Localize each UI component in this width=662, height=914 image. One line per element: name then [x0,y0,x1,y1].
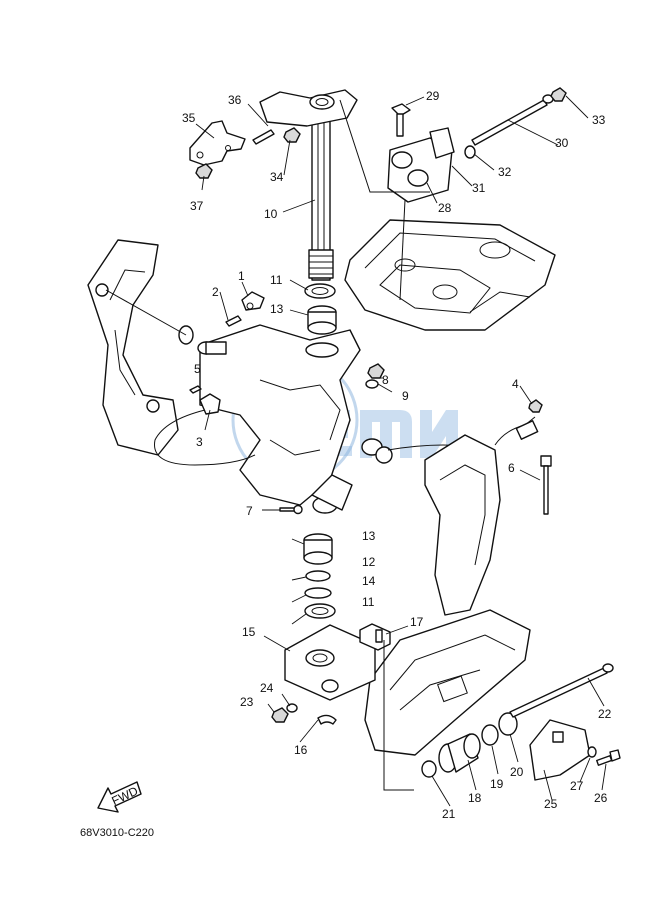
callout-25: 25 [544,797,558,811]
callout-14: 14 [362,574,376,588]
callout-16: 16 [294,743,308,757]
harness-4 [387,399,543,451]
callout-3: 3 [196,435,203,449]
washer-9 [365,379,379,389]
bracket-35 [189,120,246,166]
washer-11-lower [304,603,336,619]
callouts: 1 2 3 4 5 6 7 8 9 10 11 11 12 13 13 14 1… [182,89,612,821]
clip-1 [241,291,265,311]
washer-24 [286,703,298,713]
nut-34 [283,127,301,143]
washer-21 [421,760,437,778]
bushing-13-lower [303,533,333,565]
callout-24: 24 [260,681,274,695]
steering-shaft [308,109,334,281]
screw-5 [189,385,202,394]
callout-22: 22 [598,707,612,721]
clamp-bracket [87,239,179,456]
bolt-29 [391,103,411,137]
upper-casing [344,219,556,331]
fwd-label: FWD [109,784,140,808]
callout-12: 12 [362,555,376,569]
callout-19: 19 [490,777,504,791]
lower-unit-housing [364,609,531,756]
callout-7: 7 [246,504,253,518]
callout-18: 18 [468,791,482,805]
switch-block-28 [387,127,455,203]
washer-27 [587,746,597,758]
callout-20: 20 [510,765,524,779]
bolt-36 [252,129,275,145]
callout-29: 29 [426,89,440,103]
sensor-3 [154,393,256,466]
washer-32 [464,145,476,159]
long-bolt-30 [471,94,554,146]
callout-17: 17 [410,615,424,629]
callout-27: 27 [570,779,584,793]
callout-13-lower: 13 [362,529,376,543]
drawing-code: 68V3010-C220 [80,827,154,839]
callout-15: 15 [242,625,256,639]
lower-casing [424,434,501,616]
callout-36: 36 [228,93,242,107]
callout-8: 8 [382,373,389,387]
callout-13-upper: 13 [270,302,284,316]
callout-5: 5 [194,362,201,376]
steering-arm [259,89,358,127]
callout-31: 31 [472,181,486,195]
nut-23 [271,707,289,723]
callout-2: 2 [212,285,219,299]
callout-28: 28 [438,201,452,215]
fwd-arrow-icon: FWD [97,781,142,813]
cable-tie-6 [540,455,552,515]
washer-19 [481,724,499,746]
nut-33 [550,87,567,102]
callout-6: 6 [508,461,515,475]
nut-37 [195,163,213,179]
callout-35: 35 [182,111,196,125]
callout-4: 4 [512,377,519,391]
callout-1: 1 [238,269,245,283]
swivel-bracket [199,324,361,514]
washer-11-upper [304,283,336,299]
callout-32: 32 [498,165,512,179]
callout-30: 30 [555,136,569,150]
mount-18 [438,733,481,773]
callout-11-upper: 11 [270,273,283,287]
callout-10: 10 [264,207,278,221]
washer-20 [498,712,518,736]
o-ring-12 [305,570,331,582]
cover-25 [529,719,591,781]
callout-21: 21 [442,807,456,821]
bracket-17 [359,623,391,651]
callout-33: 33 [592,113,606,127]
callout-37: 37 [190,199,204,213]
lower-mount-15 [284,624,376,701]
callout-26: 26 [594,791,608,805]
callout-23: 23 [240,695,254,709]
clip-16 [317,714,337,725]
bolt-26 [596,749,621,766]
long-bolt-22 [509,663,614,718]
callout-34: 34 [270,170,284,184]
o-ring-14 [304,587,332,599]
callout-9: 9 [402,389,409,403]
bushing-13-upper [307,305,337,335]
leader-lines [105,95,607,807]
callout-11-lower: 11 [362,595,375,609]
screw-2 [225,315,242,327]
